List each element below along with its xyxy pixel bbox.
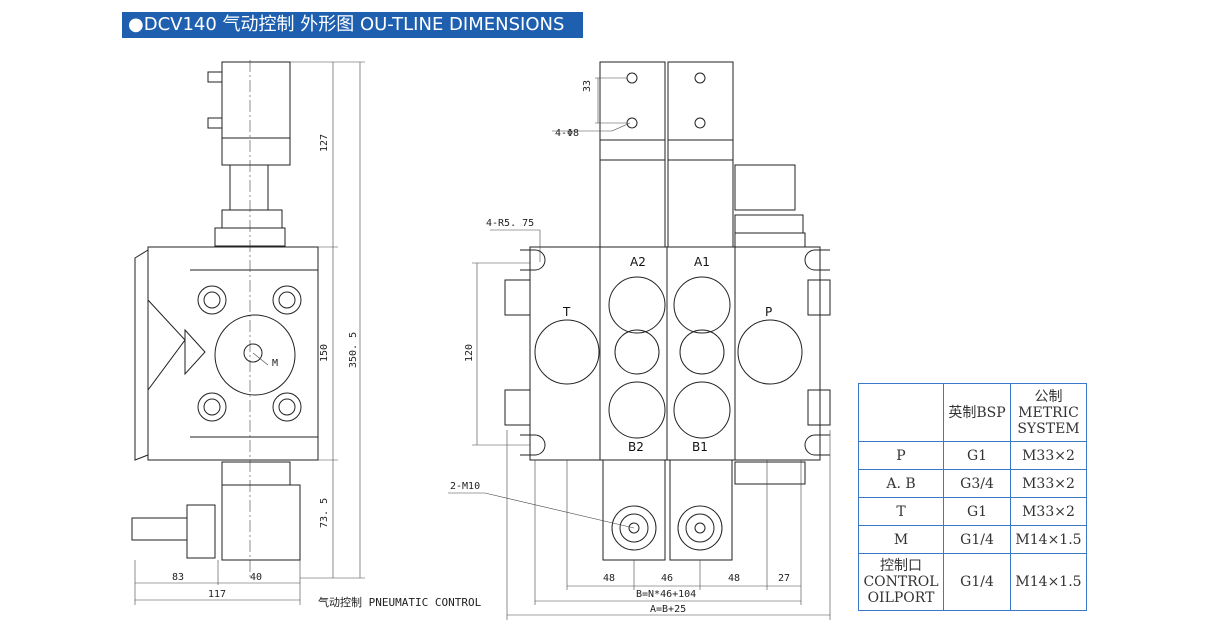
- dim-120: 120: [464, 344, 475, 362]
- pneumatic-actuator: [221, 61, 291, 166]
- side-view: M 127 150 350. 5 73. 5 83 40 117 气动控制 PN…: [131, 60, 482, 609]
- top-nut: [229, 164, 269, 211]
- port-t: [534, 319, 600, 385]
- label-p: P: [765, 305, 772, 319]
- thread-label: 2-M10: [450, 481, 480, 492]
- side-view-caption: 气动控制 PNEUMATIC CONTROL: [318, 595, 482, 609]
- air-fitting: [131, 517, 188, 541]
- dim-117: 117: [208, 589, 226, 600]
- valve-body: [147, 246, 319, 461]
- dim-27: 27: [778, 573, 790, 584]
- dim-33: 33: [582, 80, 593, 92]
- table-header-metric: 公制 METRIC SYSTEM: [1010, 383, 1087, 442]
- valve-block: [529, 246, 821, 461]
- dim-83: 83: [172, 572, 184, 583]
- holes-label: 4-Φ8: [555, 128, 579, 139]
- spool-2: [667, 61, 734, 248]
- formula-a: A=B+25: [650, 604, 686, 615]
- dim-127: 127: [319, 134, 330, 152]
- label-b2: B2: [628, 440, 644, 454]
- dim-350-5: 350. 5: [348, 332, 359, 368]
- label-a1: A1: [694, 255, 710, 269]
- page-title: ●DCV140 气动控制 外形图 OU-TLINE DIMENSIONS: [122, 12, 583, 38]
- pneumatic-head-1: [602, 459, 666, 561]
- port-b1: [673, 381, 731, 439]
- pneumatic-cylinder: [221, 484, 301, 561]
- pneumatic-head-2: [669, 459, 733, 561]
- dim-48-a: 48: [603, 573, 615, 584]
- label-t: T: [562, 305, 571, 319]
- front-view: 33 4-Φ8 4-R5. 75 120 A2 A1 T P B2 B1: [448, 61, 831, 620]
- port-m-label: M: [272, 358, 278, 369]
- spool-1: [599, 61, 666, 248]
- label-b1: B1: [692, 440, 708, 454]
- formula-b: B=N*46+104: [636, 589, 696, 600]
- dim-150: 150: [319, 344, 330, 362]
- port-a1: [673, 276, 731, 334]
- port-a2: [608, 276, 666, 334]
- port-p: [737, 319, 803, 385]
- dim-73-5: 73. 5: [319, 498, 330, 528]
- table-header-blank: [858, 383, 944, 442]
- label-a2: A2: [630, 255, 646, 269]
- dim-48-b: 48: [728, 573, 740, 584]
- dim-40: 40: [250, 572, 262, 583]
- dim-46: 46: [661, 573, 673, 584]
- radius-label: 4-R5. 75: [486, 218, 534, 229]
- port-b2: [608, 381, 666, 439]
- table-header-bsp: 英制BSP: [943, 383, 1011, 442]
